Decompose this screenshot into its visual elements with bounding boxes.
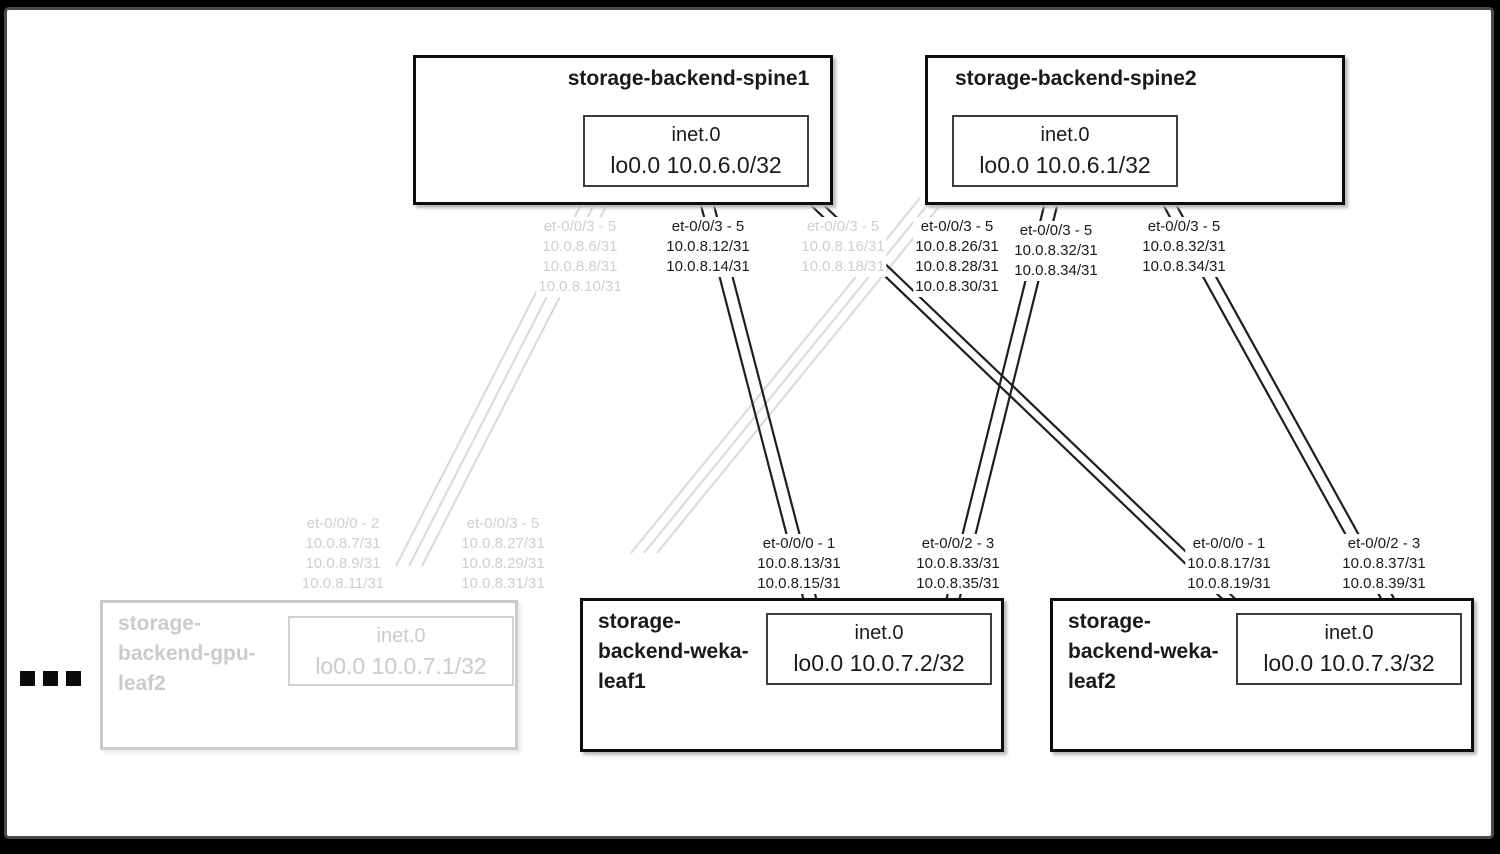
- node-storage-backend-gpu-leaf2: storage-backend-gpu-leaf2 inet.0 lo0.0 1…: [100, 600, 518, 750]
- node-storage-backend-weka-leaf1: storage-backend-weka-leaf1 inet.0 lo0.0 …: [580, 598, 1004, 752]
- routing-table-box: inet.0 lo0.0 10.0.6.0/32: [583, 115, 809, 187]
- node-title: storage-backend-spine1: [567, 67, 810, 90]
- node-title: storage-backend-weka-leaf2: [1068, 610, 1219, 693]
- loopback-address: lo0.0 10.0.6.1/32: [979, 152, 1151, 178]
- routing-table-name: inet.0: [671, 124, 721, 146]
- routing-table-box: inet.0 lo0.0 10.0.7.1/32: [288, 616, 514, 686]
- node-title: storage-backend-weka-leaf1: [598, 610, 749, 693]
- ellipsis-square: [43, 671, 58, 686]
- routing-table-name: inet.0: [376, 625, 426, 647]
- routing-table-name: inet.0: [1324, 622, 1374, 644]
- loopback-address: lo0.0 10.0.7.3/32: [1263, 650, 1435, 676]
- loopback-address: lo0.0 10.0.7.1/32: [315, 653, 487, 679]
- node-storage-backend-spine2: storage-backend-spine2 inet.0 lo0.0 10.0…: [925, 55, 1345, 205]
- routing-table-name: inet.0: [854, 622, 904, 644]
- routing-table-box: inet.0 lo0.0 10.0.7.2/32: [766, 613, 992, 685]
- node-storage-backend-weka-leaf2: storage-backend-weka-leaf2 inet.0 lo0.0 …: [1050, 598, 1474, 752]
- node-title: storage-backend-gpu-leaf2: [118, 612, 256, 695]
- node-title: storage-backend-spine2: [955, 67, 1197, 90]
- routing-table-name: inet.0: [1040, 124, 1090, 146]
- ellipsis-square: [20, 671, 35, 686]
- node-storage-backend-spine1: storage-backend-spine1 inet.0 lo0.0 10.0…: [413, 55, 833, 205]
- loopback-address: lo0.0 10.0.6.0/32: [610, 152, 782, 178]
- routing-table-box: inet.0 lo0.0 10.0.7.3/32: [1236, 613, 1462, 685]
- ellipsis-square: [66, 671, 81, 686]
- loopback-address: lo0.0 10.0.7.2/32: [793, 650, 965, 676]
- routing-table-box: inet.0 lo0.0 10.0.6.1/32: [952, 115, 1178, 187]
